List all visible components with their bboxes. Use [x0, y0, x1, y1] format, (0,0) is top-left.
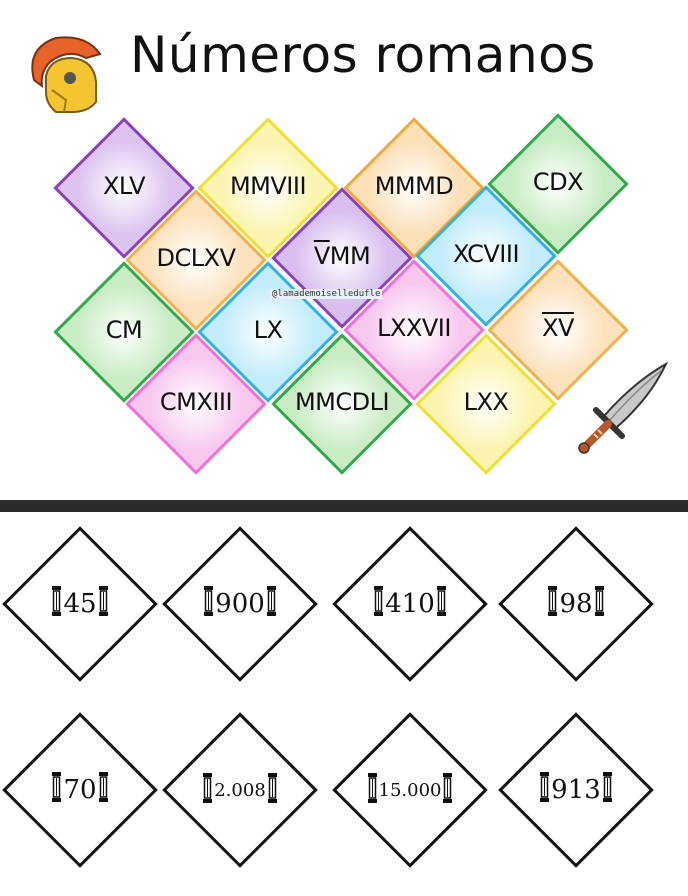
column-icon: [98, 585, 108, 623]
column-icon: [204, 585, 214, 623]
watermark: @lamademoiselledufle: [270, 289, 383, 299]
overlined-numeral: V: [313, 242, 330, 270]
numeral-label: MMMD: [374, 172, 454, 200]
overlined-numeral: XV: [542, 314, 574, 342]
column-icon: [548, 585, 558, 623]
column-icon: [98, 771, 108, 809]
numeral-label: CMXIII: [159, 388, 233, 416]
roman-helmet-icon: [16, 28, 112, 124]
column-icon: [367, 772, 377, 808]
column-icon: [602, 771, 612, 809]
number-card-label: 410: [345, 585, 475, 623]
column-icon: [203, 772, 213, 808]
numeral-label: XV: [488, 314, 628, 342]
roman-numeral-board: XLV MMVIII MMMD CDX DCLXV VMM XCVIII CM LX LXXVII…: [53, 113, 629, 475]
numeral-label: MMVIII: [229, 172, 307, 200]
sword-icon: [574, 360, 672, 456]
numeral-label: CM: [105, 316, 143, 344]
column-icon: [267, 772, 277, 808]
numeral-label: LX: [253, 316, 283, 344]
column-icon: [436, 585, 446, 623]
column-icon: [443, 772, 453, 808]
number-card-label: 15.000: [345, 772, 475, 808]
column-icon: [266, 585, 276, 623]
number-card-label: 913: [511, 771, 641, 809]
numeral-label: LXX: [463, 388, 509, 416]
numeral-label: XLV: [102, 172, 146, 200]
column-icon: [52, 771, 62, 809]
column-icon: [540, 771, 550, 809]
column-icon: [594, 585, 604, 623]
column-icon: [52, 585, 62, 623]
number-card-label: 900: [175, 585, 305, 623]
numeral-label: LXXVII: [377, 314, 451, 342]
numeral-label: CDX: [532, 168, 584, 196]
numeral-label: MMCDLI: [294, 388, 390, 416]
page-title: Números romanos: [130, 26, 596, 84]
number-card-label: 70: [15, 771, 145, 809]
numeral-label: XCVIII: [452, 240, 520, 268]
number-card-label: 45: [15, 585, 145, 623]
numeral-label: DCLXV: [156, 244, 236, 272]
number-card-label: 2.008: [175, 772, 305, 808]
column-icon: [374, 585, 384, 623]
numeral-label: VMM: [313, 242, 371, 270]
section-divider: [0, 500, 688, 512]
number-card-label: 98: [511, 585, 641, 623]
